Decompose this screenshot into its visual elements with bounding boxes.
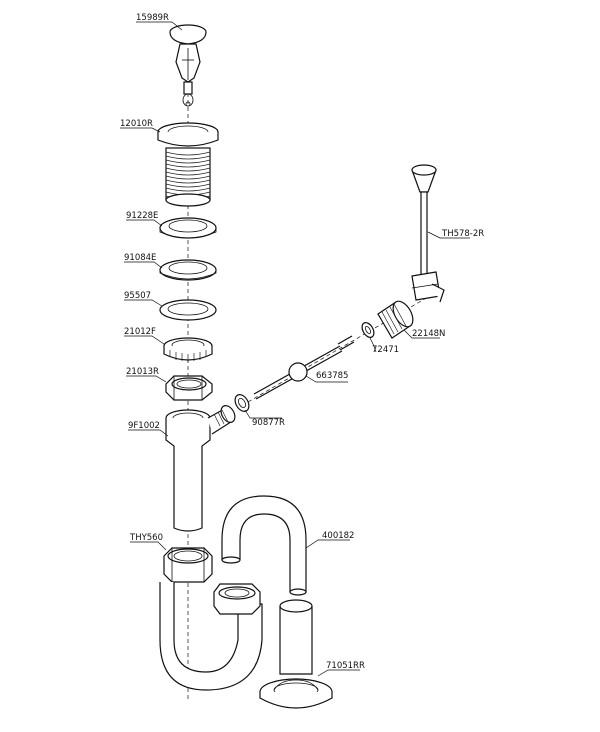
pivot-nut-washer <box>234 394 250 412</box>
p-trap <box>159 495 313 691</box>
label-pivot-nut: 22148N <box>412 329 445 339</box>
label-rod-washer: 72471 <box>372 345 399 355</box>
tailpiece <box>165 405 236 532</box>
label-tailpiece: 9F1002 <box>128 421 160 431</box>
rod-axis <box>247 289 441 403</box>
stopper <box>169 24 207 107</box>
label-lock-nut: 21013R <box>126 367 159 377</box>
rod-washer <box>361 322 375 338</box>
gasket-2 <box>159 259 217 281</box>
label-stopper: 15989R <box>136 13 169 23</box>
label-pivot-rod: 663785 <box>316 371 348 381</box>
label-friction-ring: 21012F <box>124 327 156 337</box>
label-lift-rod: TH578-2R <box>441 229 484 239</box>
lift-rod <box>411 164 445 303</box>
label-escutcheon: 71051RR <box>326 661 365 671</box>
washer <box>159 299 217 321</box>
pivot-nut <box>377 300 414 339</box>
slip-nut <box>163 547 213 583</box>
label-drain-body: 12010R <box>120 119 153 129</box>
label-pivot-nut-washer: 90877R <box>252 418 285 428</box>
gasket-1 <box>159 217 217 239</box>
friction-ring <box>163 337 213 362</box>
drain-body <box>157 122 219 207</box>
label-washer: 95507 <box>124 291 151 301</box>
pivot-rod <box>253 335 355 400</box>
lock-nut <box>165 375 213 401</box>
label-p-trap: 400182 <box>322 531 354 541</box>
label-gasket-2: 91084E <box>124 253 156 263</box>
label-slip-nut: THY560 <box>129 533 163 543</box>
escutcheon <box>259 678 333 709</box>
label-gasket-1: 91228E <box>126 211 158 221</box>
